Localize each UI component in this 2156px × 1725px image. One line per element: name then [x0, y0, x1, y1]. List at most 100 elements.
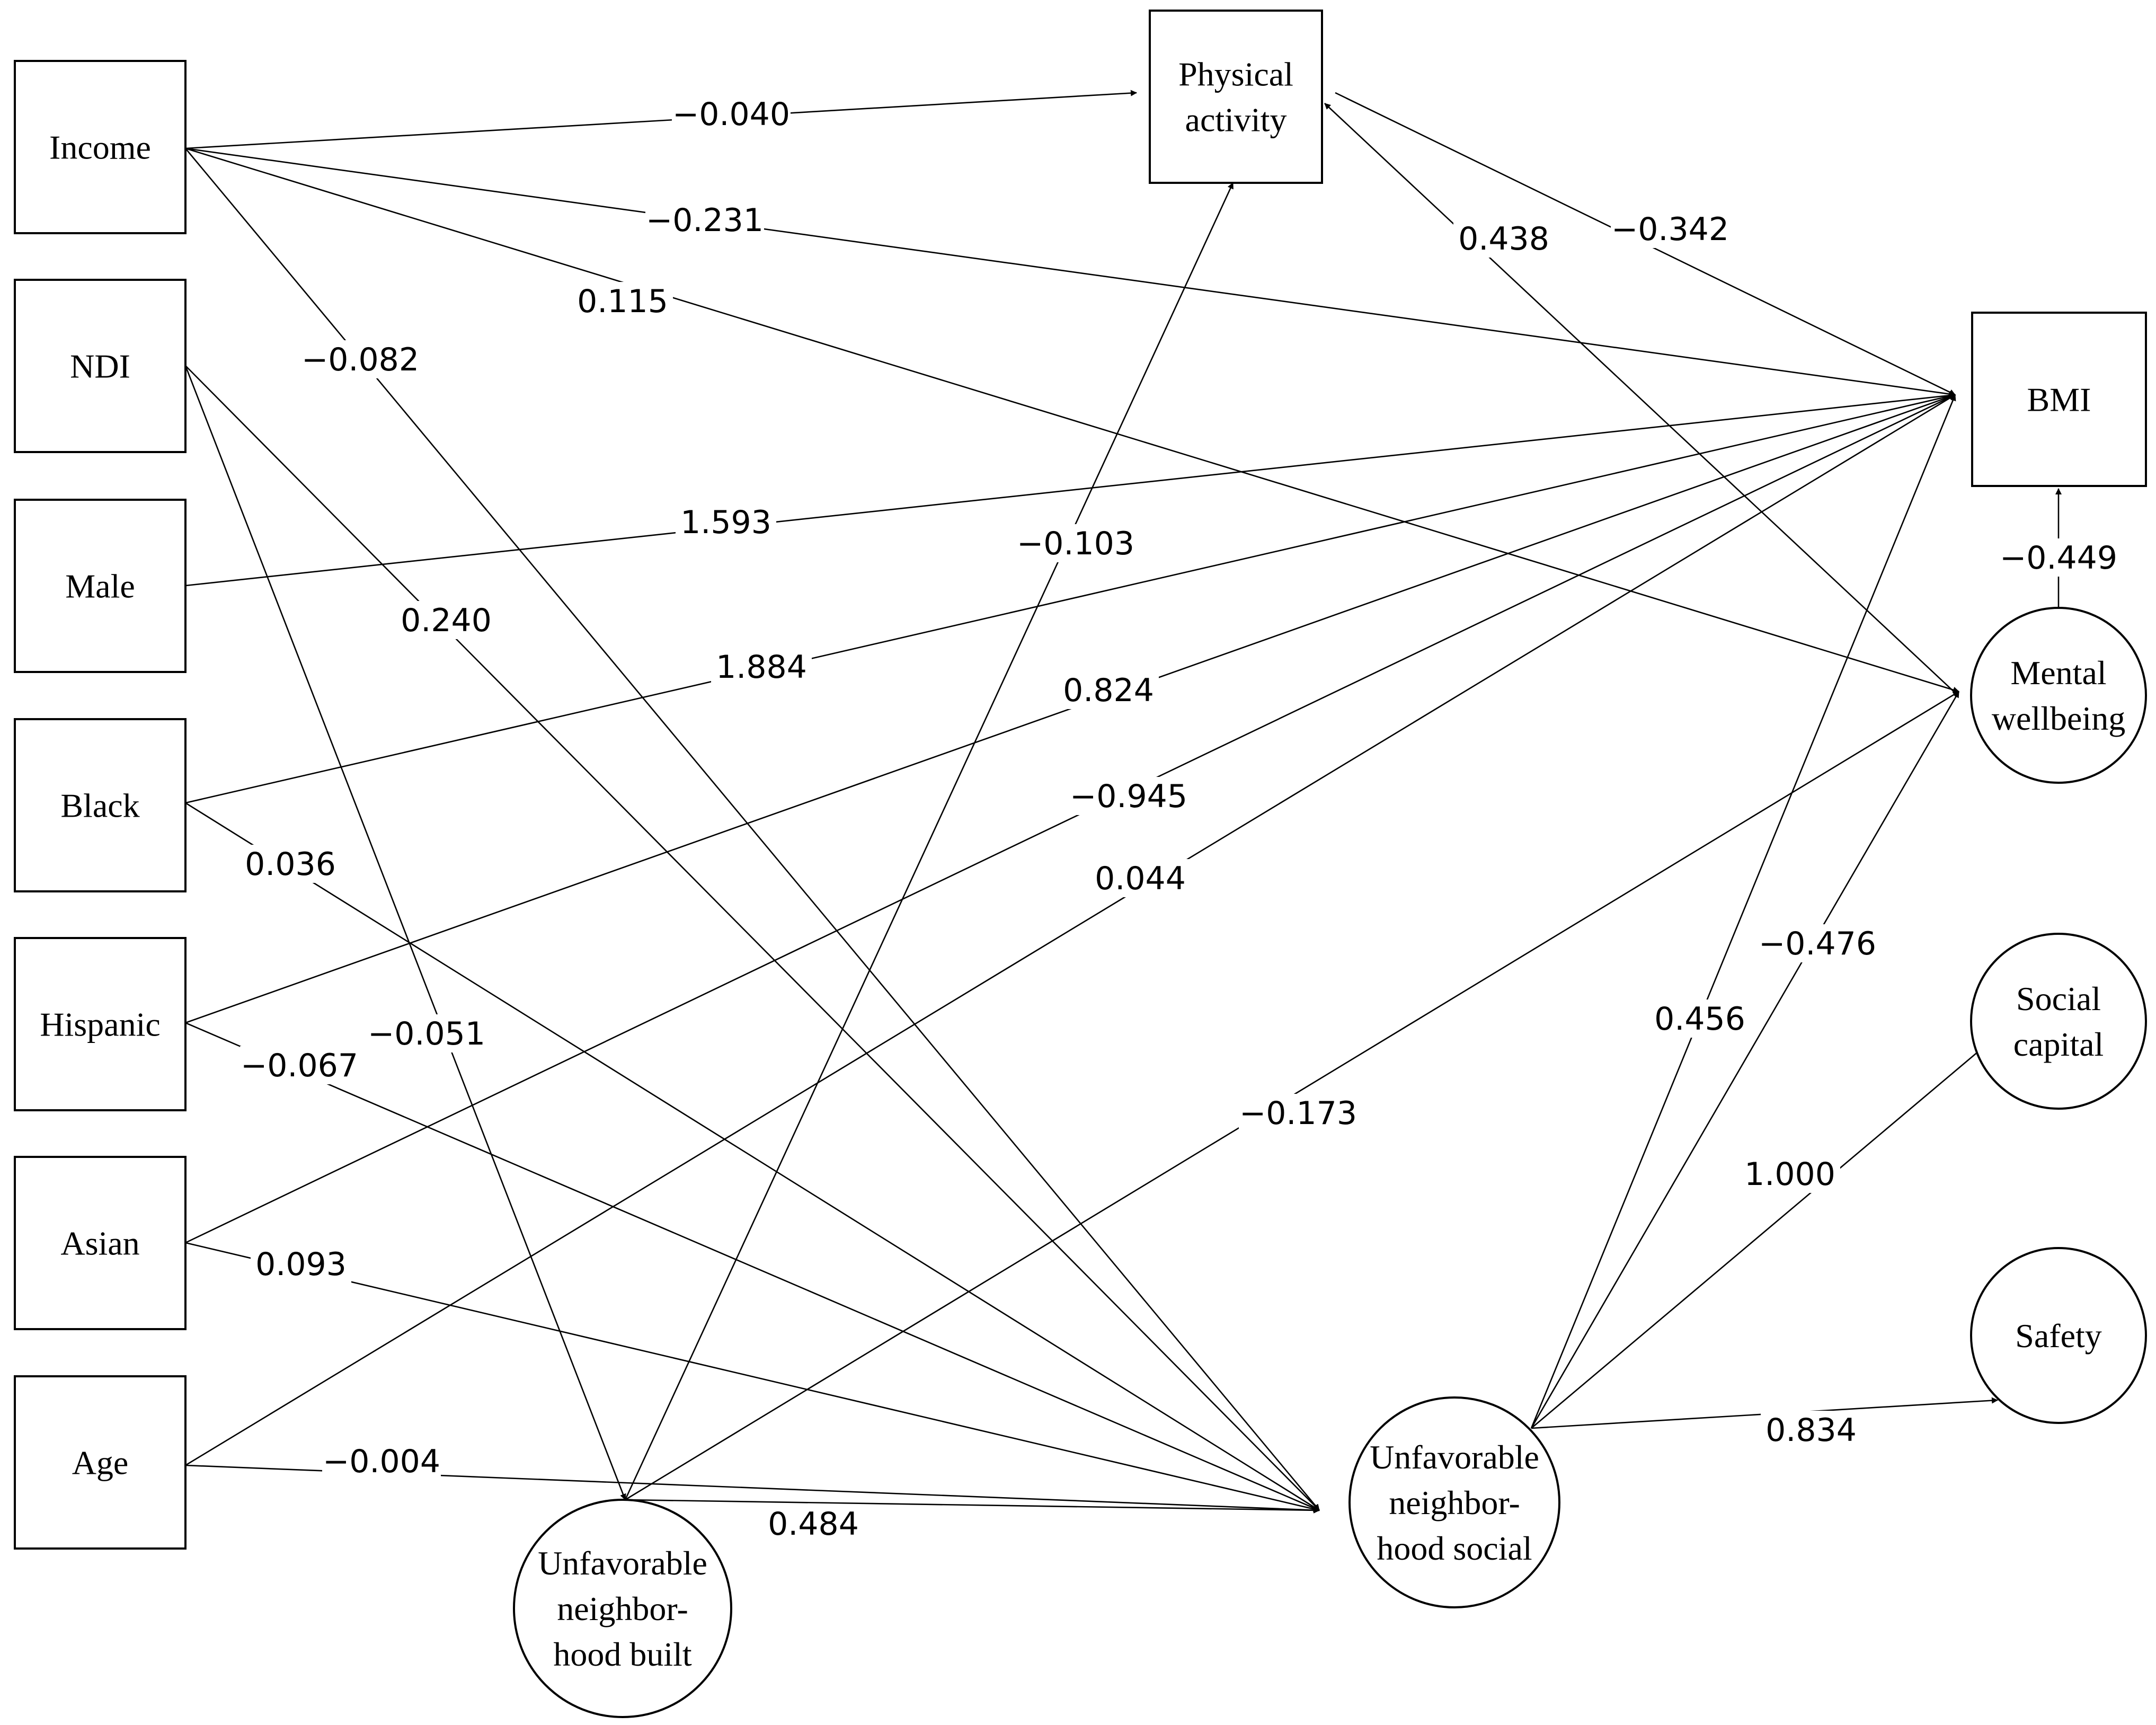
- edge-label-hispanic-to-unfavorable-neighborhood-social: −0.067: [241, 1047, 358, 1084]
- node-label-unfavorable-neighborhood-built: hood built: [553, 1635, 692, 1673]
- edge-label-unfavorable-neighborhood-social-to-mental-wellbeing: −0.476: [1759, 925, 1876, 962]
- edge-unfavorable-neighborhood-social-to-bmi: [1530, 394, 1956, 1429]
- edge-label-mental-wellbeing-to-bmi: −0.449: [2000, 539, 2117, 577]
- edge-labels-layer: −0.040−0.2310.115−0.082−0.3420.4380.240−…: [240, 95, 2118, 1543]
- node-label-mental-wellbeing: wellbeing: [1992, 700, 2125, 737]
- edge-label-background: [1649, 999, 1750, 1038]
- edge-label-male-to-bmi: 1.593: [680, 504, 771, 541]
- node-label-mental-wellbeing: Mental: [2010, 654, 2106, 692]
- edge-label-age-to-bmi: 0.044: [1095, 860, 1186, 897]
- edge-income-to-physical-activity: [185, 90, 1137, 149]
- node-label-unfavorable-neighborhood-social: Unfavorable: [1370, 1438, 1539, 1476]
- node-label-ndi: NDI: [70, 348, 130, 385]
- edge-label-background: [672, 95, 791, 133]
- edge-label-background: [1611, 210, 1729, 248]
- edge-label-background: [1239, 1094, 1358, 1132]
- node-shape-asian: [14, 1156, 187, 1330]
- edge-label-background: [1069, 777, 1188, 815]
- edge-label-unfavorable-neighborhood-built-to-unfavorable-neighborhood-social: 0.484: [768, 1506, 859, 1543]
- node-label-male: Male: [65, 568, 135, 605]
- edge-label-background: [1016, 524, 1135, 562]
- node-asian: Asian: [14, 1156, 187, 1330]
- edge-hispanic-to-unfavorable-neighborhood-social: [185, 1022, 1320, 1511]
- node-mental-wellbeing: Mental wellbeing: [1970, 607, 2147, 784]
- node-shape-age: [14, 1375, 187, 1550]
- edge-income-to-bmi: [185, 147, 1956, 397]
- edge-unfavorable-neighborhood-social-to-mental-wellbeing: [1530, 691, 1960, 1429]
- edge-label-background: [1999, 538, 2118, 577]
- node-label-unfavorable-neighborhood-built: Unfavorable: [538, 1544, 707, 1582]
- node-shape-unfavorable-neighborhood-social: [1348, 1396, 1560, 1608]
- edge-ndi-to-unfavorable-neighborhood-built: [184, 365, 626, 1500]
- node-label-physical-activity: activity: [1185, 101, 1287, 139]
- edge-label-unfavorable-neighborhood-social-to-bmi: 0.456: [1654, 1001, 1745, 1038]
- node-shape-income: [14, 60, 187, 234]
- edge-label-income-to-bmi: −0.231: [646, 202, 764, 239]
- edge-unfavorable-neighborhood-built-to-unfavorable-neighborhood-social: [625, 1499, 1320, 1514]
- node-shape-social-capital: [1970, 933, 2147, 1110]
- node-income: Income: [14, 60, 187, 234]
- node-safety: Safety: [1970, 1247, 2147, 1424]
- node-shape-unfavorable-neighborhood-built: [513, 1499, 732, 1718]
- node-shape-safety: [1970, 1247, 2147, 1424]
- node-shape-ndi: [14, 279, 187, 453]
- node-label-physical-activity: Physical: [1178, 56, 1293, 93]
- node-shape-hispanic: [14, 937, 187, 1111]
- edge-label-black-to-bmi: 1.884: [716, 649, 807, 686]
- edge-label-background: [1090, 859, 1191, 897]
- node-physical-activity: Physical activity: [1149, 10, 1323, 184]
- edge-label-background: [645, 201, 764, 239]
- node-label-hispanic: Hispanic: [40, 1006, 161, 1043]
- node-shape-black: [14, 718, 187, 892]
- edge-label-ndi-to-unfavorable-neighborhood-built: −0.051: [368, 1015, 485, 1052]
- node-shape-male: [14, 499, 187, 673]
- edge-unfavorable-neighborhood-built-to-physical-activity: [624, 182, 1234, 1500]
- edge-black-to-unfavorable-neighborhood-social: [185, 802, 1320, 1511]
- edge-label-asian-to-bmi: −0.945: [1070, 778, 1187, 815]
- edge-label-unfavorable-neighborhood-social-to-physical-activity: 0.438: [1458, 220, 1549, 258]
- edge-label-ndi-to-unfavorable-neighborhood-social: 0.240: [401, 602, 492, 639]
- edge-label-background: [1758, 924, 1877, 962]
- edge-asian-to-bmi: [185, 394, 1956, 1244]
- node-label-asian: Asian: [60, 1225, 139, 1262]
- edge-male-to-bmi: [185, 392, 1956, 587]
- edge-label-background: [676, 503, 776, 541]
- edge-label-background: [322, 1442, 441, 1480]
- node-label-unfavorable-neighborhood-social: hood social: [1377, 1529, 1532, 1567]
- edge-label-unfavorable-neighborhood-social-to-social-capital: 1.000: [1744, 1156, 1835, 1193]
- edge-unfavorable-neighborhood-social-to-social-capital: [1531, 1039, 1993, 1429]
- node-label-bmi: BMI: [2027, 381, 2091, 419]
- edge-label-background: [240, 1046, 359, 1084]
- edge-label-background: [763, 1505, 864, 1543]
- node-unfavorable-neighborhood-social: Unfavorable neighbor-hood social: [1348, 1396, 1560, 1608]
- edge-asian-to-unfavorable-neighborhood-social: [185, 1242, 1320, 1512]
- edge-label-background: [301, 340, 420, 378]
- edge-label-background: [367, 1014, 486, 1052]
- edge-label-background: [1740, 1155, 1840, 1193]
- node-age: Age: [14, 1375, 187, 1550]
- node-bmi: BMI: [1971, 312, 2147, 487]
- edge-label-background: [572, 282, 673, 320]
- node-black: Black: [14, 718, 187, 892]
- node-label-social-capital: capital: [2013, 1025, 2104, 1063]
- edge-label-background: [1058, 671, 1159, 709]
- edge-label-unfavorable-neighborhood-built-to-mental-wellbeing: −0.173: [1239, 1095, 1357, 1132]
- node-label-black: Black: [60, 787, 139, 825]
- edge-label-background: [396, 601, 496, 639]
- edge-label-asian-to-unfavorable-neighborhood-social: 0.093: [255, 1246, 347, 1283]
- edge-label-background: [240, 845, 341, 883]
- node-label-unfavorable-neighborhood-built: neighbor-: [557, 1590, 688, 1627]
- node-unfavorable-neighborhood-built: Unfavorable neighbor-hood built: [513, 1499, 732, 1718]
- node-social-capital: Social capital: [1970, 933, 2147, 1110]
- node-label-age: Age: [72, 1444, 129, 1482]
- edge-label-physical-activity-to-bmi: −0.342: [1611, 211, 1729, 248]
- edge-label-unfavorable-neighborhood-built-to-physical-activity: −0.103: [1017, 525, 1134, 562]
- node-label-income: Income: [49, 129, 151, 166]
- edge-label-income-to-unfavorable-neighborhood-social: −0.082: [301, 341, 419, 378]
- node-label-social-capital: Social: [2016, 980, 2101, 1018]
- edge-income-to-mental-wellbeing: [185, 147, 1959, 693]
- edge-label-income-to-mental-wellbeing: 0.115: [577, 283, 668, 320]
- node-label-unfavorable-neighborhood-social: neighbor-: [1389, 1484, 1520, 1521]
